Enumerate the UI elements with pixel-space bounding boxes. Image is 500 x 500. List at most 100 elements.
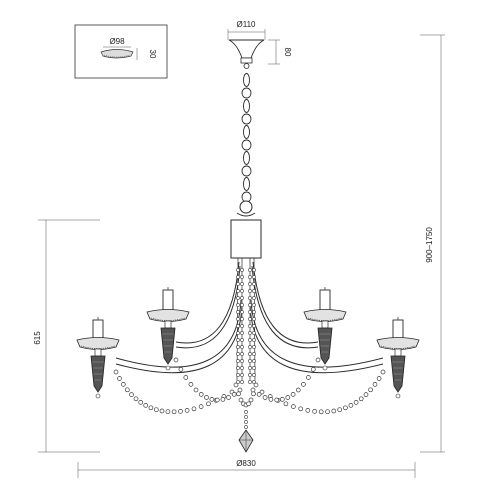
crystal-bead [233,382,239,388]
crystal-bead [353,400,359,405]
chain-link [243,125,250,139]
chain-link [241,87,252,99]
crystal-bead [252,352,256,356]
crystal-bead [236,352,240,356]
crystal-bead [244,410,248,414]
crystal-bead [358,396,364,402]
crystal-bead [165,409,171,415]
crystal-bead [248,324,252,328]
bobeche-cup [146,309,190,322]
crystal-bead [246,401,251,407]
crystal-bead [363,392,369,397]
crystal-bead [252,317,256,321]
crystal-bead [248,380,252,384]
crystal-bead [191,406,197,412]
crystal-bead [188,382,194,387]
crystal-bead [236,380,240,384]
crystal-bead [252,345,256,349]
crystal-bead [209,397,215,402]
central-body [230,200,262,381]
detail-cup [100,49,134,59]
crystal-bead [315,357,321,363]
candle-holder [76,317,120,399]
crystal-bead [253,382,259,388]
crystal-bead [248,282,252,286]
chain-link [241,165,252,177]
crystal-bead [240,345,244,349]
crystal-bead [240,275,244,279]
crystal-bead [252,303,256,307]
crystal-bead [148,405,154,411]
center-column [230,219,262,259]
crystal-bead [268,397,274,402]
detail-height-label: 30 [148,50,157,59]
crystal-bead [252,338,256,342]
candle-holder [303,287,347,371]
detail-diameter-label: Ø98 [109,37,125,46]
crystal-bead [240,338,244,342]
dimension-overall-height: 900–1750 [420,34,445,453]
canopy-height-label: 80 [283,48,292,57]
suspension-chain [241,73,252,203]
candle-holder [376,317,420,399]
chain-link [243,73,250,87]
bobeche-cup [303,309,347,322]
center-pendant [238,429,254,453]
crystal-bead [236,338,240,342]
crystal-bead [248,303,252,307]
bobeche-cup [376,337,420,350]
crystal-bead [248,352,252,356]
crystal-bead [295,387,301,393]
crystal-bead [113,369,119,375]
crystal-bead [248,275,252,279]
candle-holder [146,287,190,371]
canopy-diameter-label: Ø110 [237,20,257,29]
body-height-label: 615 [33,331,42,345]
chain-link [243,177,250,191]
crystal-bead [252,268,256,272]
crystal-bead [291,404,296,409]
crystal-bead [184,408,190,413]
crystal-bead [285,395,291,400]
crystal-bead [248,268,252,272]
candle [92,319,104,341]
crystal-bead [306,375,311,380]
crystal-bead [252,380,256,384]
crystal-bead [240,331,244,335]
crystal-bead [252,275,256,279]
crystal-bead [171,409,177,415]
crystal-bead [236,324,240,328]
crystal-bead [153,407,159,413]
overall-height-label: 900–1750 [425,227,434,263]
candle-holders [76,287,420,399]
chain-link [243,99,250,113]
crystal-bead [252,289,256,293]
crystal-bead [240,289,244,293]
crystal-bead [244,420,248,424]
crystal-bead [240,310,244,314]
crystal-bead [252,324,256,328]
crystal-bead [133,396,139,402]
crystal-bead [240,268,244,272]
crystal-bead [178,409,183,414]
crystal-bead [252,359,256,363]
crystal-bead [250,387,256,393]
crystal-bead [283,401,289,407]
crystal-bead [236,268,240,272]
crystal-bead [240,359,244,363]
candle [162,289,174,313]
crystal-bead [236,296,240,300]
crystal-bead [380,369,386,375]
crystal-bead [259,389,265,395]
crystal-bead [214,397,220,403]
crystal-bead [251,391,256,397]
crystal-bead [143,403,149,408]
crystal-bead [372,382,378,387]
crystal-bead [248,359,252,363]
crystal-bead [240,282,244,286]
crystal-bead [252,331,256,335]
crystal-bead [236,391,241,397]
crystal-bead [244,415,248,419]
crystal-bead [248,397,254,403]
